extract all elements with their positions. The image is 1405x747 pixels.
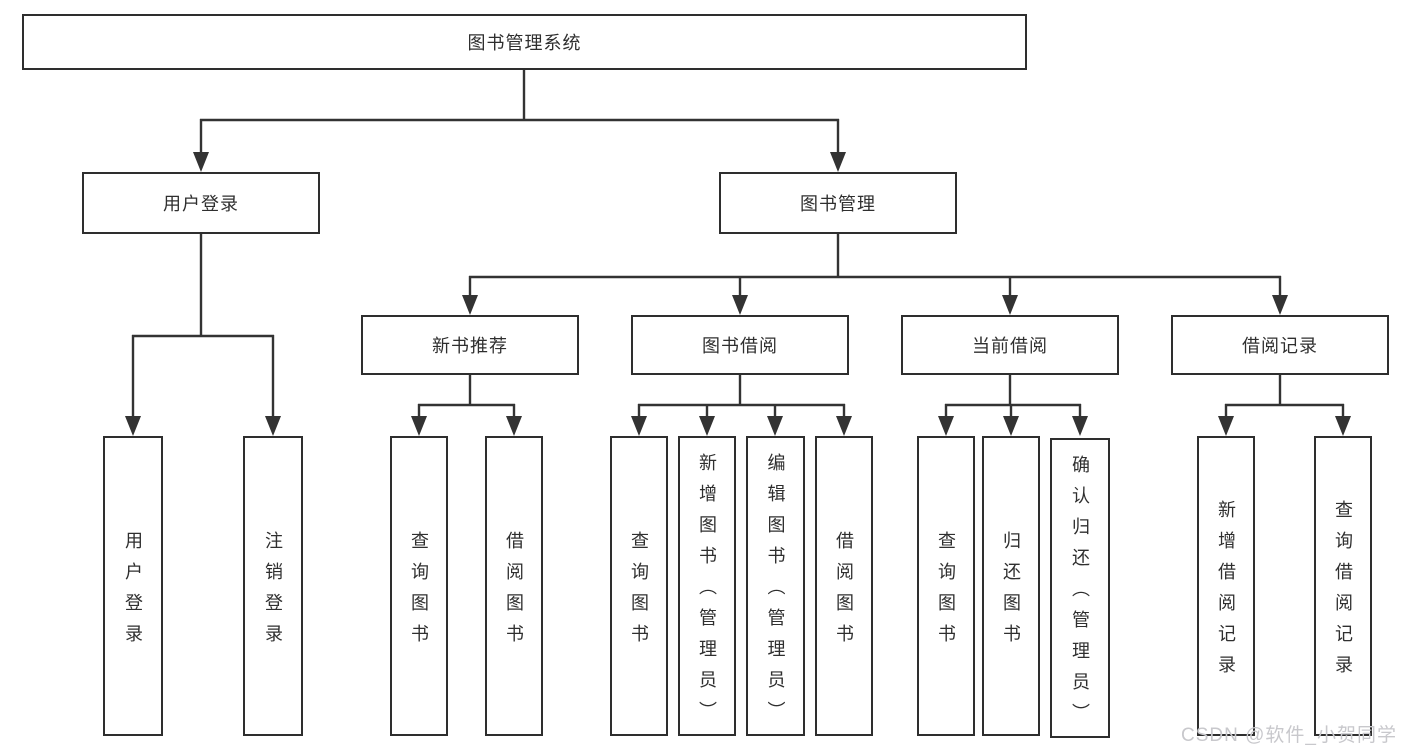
- leaf-label: 确认归还（管理员）: [1070, 455, 1090, 734]
- leaf-label: 借阅图书: [504, 530, 524, 655]
- leaf-label: 归还图书: [1001, 530, 1021, 655]
- leaf-borrow-add-books-admin: 新增图书（管理员）: [678, 436, 736, 736]
- leaf-records-query-record: 查询借阅记录: [1314, 436, 1372, 736]
- node-book-borrow: 图书借阅: [631, 315, 849, 375]
- csdn-watermark: CSDN @软件_小贺同学: [1181, 725, 1397, 746]
- leaf-label: 新增借阅记录: [1216, 499, 1236, 686]
- leaf-label: 借阅图书: [834, 530, 854, 655]
- leaf-label: 新增图书（管理员）: [697, 453, 717, 732]
- leaf-label: 查询图书: [629, 530, 649, 655]
- node-user-login: 用户登录: [82, 172, 320, 234]
- leaf-logout: 注销登录: [243, 436, 303, 736]
- leaf-borrow-query-books: 查询图书: [610, 436, 668, 736]
- leaf-borrow-borrow-books: 借阅图书: [815, 436, 873, 736]
- leaf-current-confirm-return-admin: 确认归还（管理员）: [1050, 438, 1110, 738]
- leaf-current-query-books: 查询图书: [917, 436, 975, 736]
- node-book-management: 图书管理: [719, 172, 957, 234]
- leaf-records-add-record: 新增借阅记录: [1197, 436, 1255, 736]
- node-current-borrow: 当前借阅: [901, 315, 1119, 375]
- leaf-label: 查询图书: [936, 530, 956, 655]
- node-borrow-records: 借阅记录: [1171, 315, 1389, 375]
- leaf-borrow-edit-books-admin: 编辑图书（管理员）: [746, 436, 805, 736]
- leaf-recommend-borrow-books: 借阅图书: [485, 436, 543, 736]
- leaf-label: 注销登录: [263, 530, 283, 655]
- node-new-book-recommend: 新书推荐: [361, 315, 579, 375]
- leaf-label: 查询借阅记录: [1333, 499, 1353, 686]
- leaf-user-login: 用户登录: [103, 436, 163, 736]
- leaf-label: 编辑图书（管理员）: [765, 453, 786, 732]
- leaf-label: 用户登录: [123, 530, 143, 655]
- leaf-label: 查询图书: [409, 530, 429, 655]
- leaf-recommend-query-books: 查询图书: [390, 436, 448, 736]
- leaf-current-return-books: 归还图书: [982, 436, 1040, 736]
- node-root-library-system: 图书管理系统: [22, 14, 1027, 70]
